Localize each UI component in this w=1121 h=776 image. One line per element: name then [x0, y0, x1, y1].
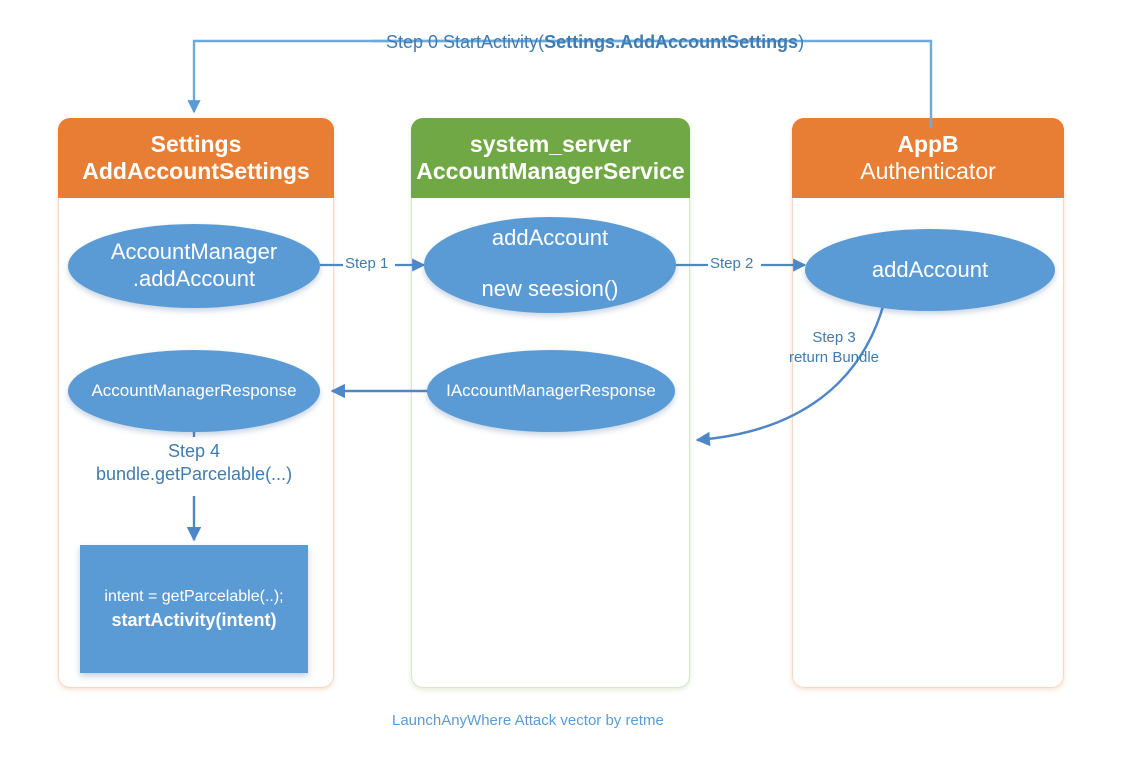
label-step2-text: Step 2 [710, 255, 754, 272]
node-account-manager-add-account-line2: .addAccount [132, 266, 256, 291]
diagram-caption: LaunchAnyWhere Attack vector by retme [392, 712, 664, 729]
lane-appb-title-line1: AppB [897, 130, 959, 157]
lane-appb-header: AppB Authenticator [792, 118, 1064, 198]
lane-settings-title-line1: Settings [150, 130, 242, 157]
label-step4-line2: bundle.getParcelable(...) [95, 464, 293, 485]
lane-appb: AppB Authenticator [792, 118, 1064, 688]
label-step3-line2: return Bundle [788, 348, 880, 366]
label-step1-text: Step 1 [345, 255, 389, 272]
label-step3-line1: Step 3 [812, 329, 856, 346]
node-iaccount-manager-response-label: IAccountManagerResponse [446, 380, 656, 400]
label-step0: Step 0 StartActivity(Settings.AddAccount… [386, 31, 804, 54]
code-box-line1: intent = getParcelable(..); [104, 588, 284, 606]
lane-appb-title-line2: Authenticator [860, 158, 996, 184]
label-step3: Step 3 return Bundle [769, 328, 899, 367]
label-step4: Step 4 bundle.getParcelable(...) [64, 440, 324, 487]
node-account-manager-add-account-line1: AccountManager [110, 239, 278, 265]
lane-system-server-title-line1: system_server [469, 130, 632, 157]
node-account-manager-response[interactable]: AccountManagerResponse [68, 350, 320, 432]
label-step4-line1: Step 4 [167, 441, 221, 461]
code-box-start-activity[interactable]: intent = getParcelable(..); startActivit… [80, 545, 308, 673]
code-box-line2: startActivity(intent) [111, 609, 277, 630]
node-account-manager-response-label: AccountManagerResponse [91, 380, 297, 400]
lane-system-server-header: system_server AccountManagerService [411, 118, 690, 198]
lane-settings-header: Settings AddAccountSettings [58, 118, 334, 198]
node-appb-add-account[interactable]: addAccount [805, 229, 1055, 311]
node-appb-add-account-label: addAccount [871, 256, 989, 282]
lane-system-server-title-line2: AccountManagerService [416, 158, 685, 184]
node-account-manager-add-account[interactable]: AccountManager .addAccount [68, 224, 320, 308]
label-step0-suffix: ) [798, 32, 805, 52]
label-step0-bold: Settings.AddAccountSettings [544, 32, 799, 52]
node-add-account-new-session[interactable]: addAccount new seesion() [424, 217, 676, 313]
node-add-account-new-session-line1: addAccount [491, 225, 609, 250]
node-iaccount-manager-response[interactable]: IAccountManagerResponse [427, 350, 675, 432]
node-add-account-new-session-line2: new seesion() [481, 276, 619, 302]
label-step2: Step 2 [710, 254, 753, 274]
lane-settings-title-line2: AddAccountSettings [82, 158, 310, 184]
label-step0-prefix: Step 0 StartActivity( [386, 32, 545, 52]
label-step1: Step 1 [345, 254, 388, 274]
